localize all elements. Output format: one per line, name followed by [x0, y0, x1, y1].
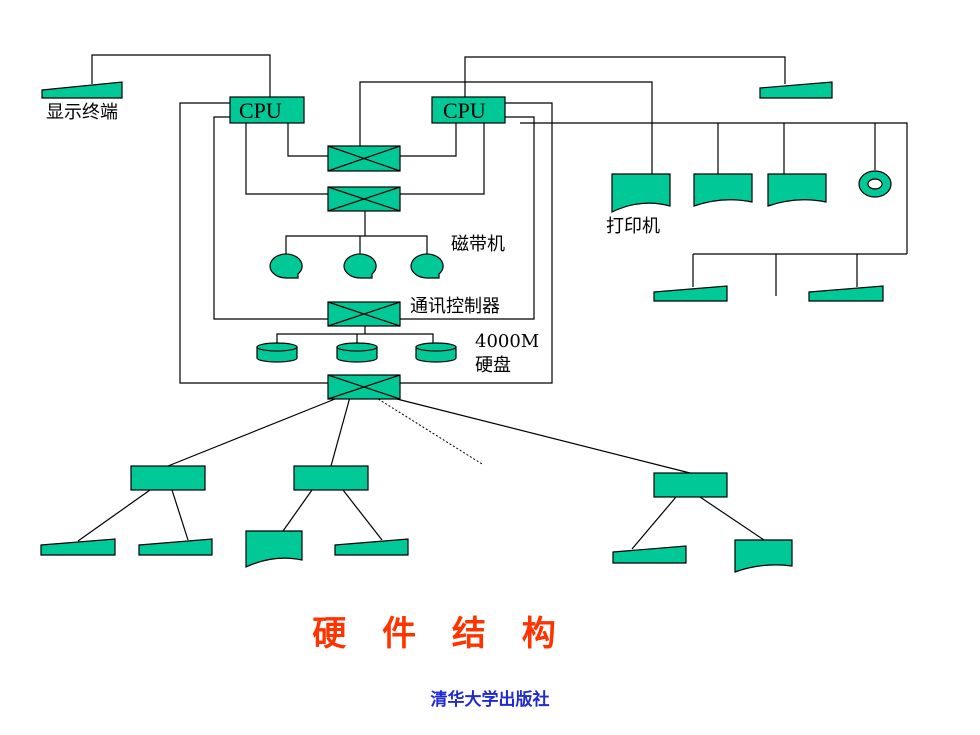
comm-controller-label: 通讯控制器	[410, 296, 500, 317]
dotted-link	[374, 396, 483, 465]
disk-icon	[336, 342, 378, 363]
tape-drive-icon	[343, 253, 377, 279]
printer-icon	[734, 539, 793, 573]
disk-capacity-label: 4000M	[475, 331, 540, 352]
terminal-icon	[759, 81, 833, 99]
terminal-icon	[653, 285, 728, 302]
cpu-right-label: CPU	[443, 98, 486, 123]
terminal-icon	[808, 285, 884, 302]
slide-title: 硬 件 结 构	[312, 614, 568, 654]
terminal-icon	[138, 538, 213, 556]
printer-icon	[245, 530, 303, 568]
publisher-name: 清华大学出版社	[430, 690, 550, 710]
printer-icon	[611, 173, 671, 213]
display-terminal-icon	[41, 81, 123, 99]
node-box	[653, 472, 728, 498]
terminal-icon	[612, 545, 687, 564]
cpu-left-box	[229, 96, 305, 124]
disk-icon	[256, 342, 298, 363]
disk-label: 硬盘	[475, 355, 511, 376]
terminal-icon	[40, 538, 116, 556]
node-box	[130, 465, 206, 491]
node-box	[293, 465, 369, 491]
disk-icon	[415, 342, 457, 363]
tape-drive-icon	[410, 253, 444, 279]
tape-drive-label: 磁带机	[451, 234, 505, 255]
printer-label: 打印机	[606, 216, 660, 237]
printer-icon	[693, 173, 753, 207]
cpu-right-box	[431, 96, 506, 124]
connection-lines	[77, 54, 908, 550]
cpu-left-label: CPU	[239, 98, 282, 123]
printer-icon	[767, 173, 827, 207]
disc-device-icon	[858, 170, 892, 198]
tape-drive-icon	[269, 253, 303, 279]
display-terminal-label: 显示终端	[46, 102, 118, 123]
terminal-icon	[334, 538, 409, 556]
